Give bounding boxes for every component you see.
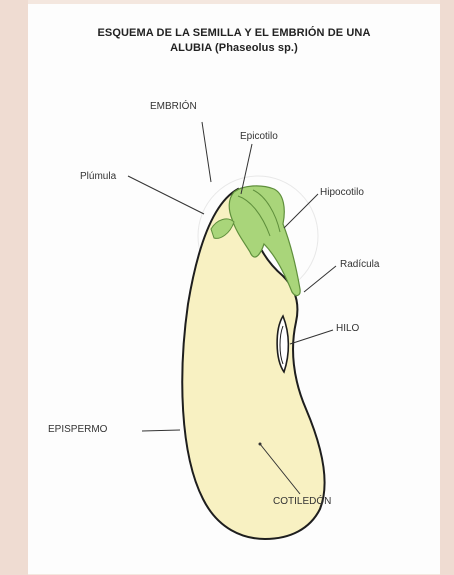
bean-seed-diagram xyxy=(28,4,440,574)
background-decoration xyxy=(0,0,28,575)
pointer-plumula xyxy=(128,176,204,214)
pointer-radicula xyxy=(304,266,336,292)
label-embrion: EMBRIÓN xyxy=(150,101,197,112)
cotyledon-marker xyxy=(259,443,262,446)
label-epispermo: EPISPERMO xyxy=(48,424,107,435)
pointer-hilo xyxy=(290,330,333,344)
label-hilo: HILO xyxy=(336,323,359,334)
pointer-embrion xyxy=(202,122,211,182)
label-hipocotilo: Hipocotilo xyxy=(320,187,364,198)
label-plumula: Plúmula xyxy=(80,171,116,182)
label-epicotilo: Epicotilo xyxy=(240,131,278,142)
background-decoration xyxy=(440,0,454,575)
label-radicula: Radícula xyxy=(340,259,379,270)
label-cotiledon: COTILEDÓN xyxy=(273,496,331,507)
pointer-epispermo xyxy=(142,430,180,431)
diagram-panel: ESQUEMA DE LA SEMILLA Y EL EMBRIÓN DE UN… xyxy=(28,4,440,574)
